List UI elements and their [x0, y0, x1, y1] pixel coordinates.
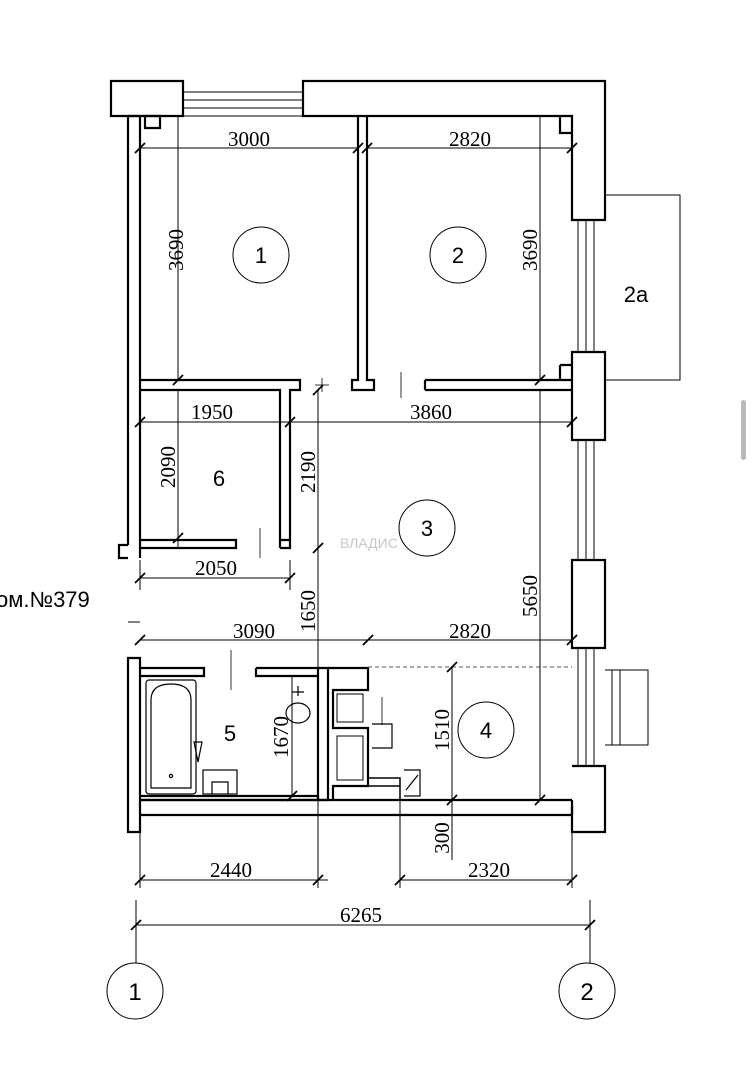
room-4-circle [457, 701, 515, 759]
wall-bath-left [126, 656, 142, 834]
dim-kitchen-depth: 1510 [430, 709, 454, 751]
dim-room3-height: 5650 [518, 575, 542, 617]
dim-sill-height: 300 [430, 822, 454, 854]
bathtub-inner [150, 683, 192, 789]
balcony-kitchen [605, 669, 649, 746]
axis-1-label: 1 [128, 979, 141, 1006]
kitchen-stove-vent [404, 769, 421, 797]
dim-room1-width: 3000 [228, 127, 270, 151]
sink-faucet [292, 686, 304, 696]
wall-right-pier-1 [570, 350, 607, 442]
wall-left-corner [143, 114, 162, 130]
wall-bottom [140, 798, 574, 817]
vent-box-3 [333, 777, 401, 800]
wall-room1-room2 [350, 116, 376, 392]
dimension-ticks [130, 142, 596, 931]
dim-hall-height: 1650 [296, 590, 320, 632]
axis-2-label: 2 [580, 979, 593, 1006]
window-right [577, 220, 595, 766]
axis-2-circle [558, 962, 616, 1020]
dim-total-width: 6265 [340, 903, 382, 927]
dim-room6-height: 2090 [156, 446, 180, 488]
dim-kitchen-outer-width: 2320 [468, 858, 510, 882]
dim-room2-width: 2820 [449, 127, 491, 151]
dim-room6-bottom-width: 2050 [195, 556, 237, 580]
wall-top-right [301, 79, 607, 222]
dim-room3-top-width: 3860 [410, 400, 452, 424]
wall-right-pier-1-jog [558, 363, 572, 380]
dimension-lines [128, 116, 591, 965]
wall-right-pier-3 [570, 764, 607, 834]
watermark: ВЛАДИС [340, 535, 398, 551]
dim-bath-wc-width: 3090 [233, 619, 275, 643]
room-3-number: 3 [421, 516, 433, 541]
balcony-2a [605, 194, 681, 381]
wall-bath-right [316, 666, 330, 802]
dim-bath-outer-width: 2440 [210, 858, 252, 882]
apartment-label: ом.№379 [0, 587, 90, 612]
toilet-seat [211, 781, 229, 794]
dim-room1-height: 3690 [164, 229, 188, 271]
room-2-circle [429, 226, 487, 284]
wall-bath-top [140, 666, 320, 678]
window-top [183, 91, 303, 117]
wall-right-corner-top [558, 116, 572, 135]
bathtub [145, 679, 197, 795]
room-1-circle [232, 226, 290, 284]
wall-left-jog [117, 543, 142, 560]
room-1-number: 1 [255, 243, 267, 268]
crosshair-marks [230, 372, 402, 725]
vent-box-2 [336, 735, 364, 781]
sink [285, 702, 311, 724]
toilet-tank [202, 769, 238, 795]
axis-markers: 1 2 [106, 962, 616, 1020]
room-4-number: 4 [480, 718, 492, 743]
wall-top-left [109, 79, 185, 118]
vent-box-1 [336, 693, 364, 723]
wall-room6-bottom [140, 538, 290, 550]
room-6-number: 6 [213, 466, 225, 491]
dim-bath-height: 1670 [269, 716, 293, 758]
dimension-labels: 3000 2820 3690 3690 1950 3860 2090 2190 … [156, 127, 542, 927]
wall-room6-right [280, 400, 292, 550]
wall-rooms-top-right [423, 378, 572, 392]
room-2-number: 2 [452, 243, 464, 268]
bathtub-drain [168, 773, 174, 779]
room-labels: 1 2 2а 3 4 5 6 [213, 226, 649, 759]
dim-room2-height: 3690 [518, 229, 542, 271]
room-5-number: 5 [224, 721, 236, 746]
dim-room6-top-width: 1950 [191, 400, 233, 424]
kitchen-sink [372, 723, 393, 749]
wall-left [126, 114, 142, 545]
dim-corridor-height: 2190 [296, 451, 320, 493]
walls [109, 79, 681, 834]
wall-right-pier-2 [570, 558, 607, 650]
axis-1-circle [106, 962, 164, 1020]
wall-rooms-top-left [140, 378, 302, 548]
scrollbar[interactable] [741, 400, 746, 460]
dim-kitchen-width: 2820 [449, 619, 491, 643]
room-3-circle [398, 499, 456, 557]
room-2a-number: 2а [624, 282, 649, 307]
shower-mark [193, 741, 203, 763]
